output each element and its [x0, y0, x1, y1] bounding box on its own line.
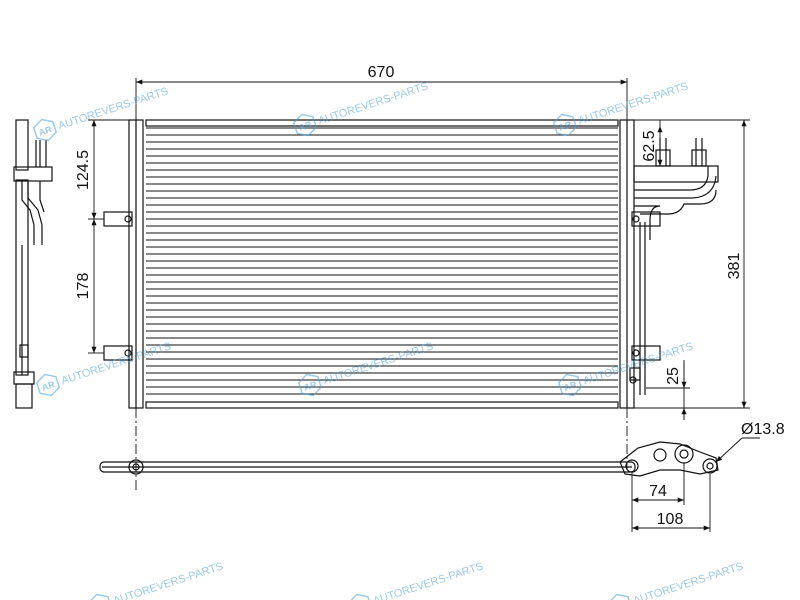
watermark-logo-text: AR	[563, 379, 579, 393]
dim-overall-width: 670	[368, 64, 395, 81]
watermark-text: AUTOREVERS-PARTS	[372, 560, 485, 600]
watermark-text: AUTOREVERS-PARTS	[57, 85, 170, 132]
dim-height: 381	[726, 253, 743, 280]
bottom-view	[99, 441, 719, 477]
dim-left-middle: 178	[75, 273, 92, 300]
dim-74: 74	[649, 483, 667, 500]
watermark-logo-icon	[557, 373, 583, 397]
watermark-logo-text: AR	[41, 379, 57, 393]
watermark-logo-text: AR	[298, 119, 314, 133]
watermark-logo-icon	[35, 373, 61, 397]
center-lines	[135, 408, 628, 490]
condenser-fins	[146, 127, 618, 395]
side-view	[13, 119, 53, 409]
watermark-logo-text: AR	[303, 379, 319, 393]
dimension-lines	[88, 78, 760, 532]
watermark-logo-icon	[292, 113, 318, 137]
dim-left-upper: 124.5	[75, 150, 92, 190]
watermark-logo-icon	[607, 593, 633, 600]
watermark-logo-icon	[297, 373, 323, 397]
watermark-text: AUTOREVERS-PARTS	[632, 560, 745, 600]
dim-diameter: Ø13.8	[741, 421, 785, 438]
dim-right-bottom: 25	[665, 367, 682, 385]
watermark-logo-text: AR	[558, 119, 574, 133]
watermark-logo-icon	[552, 113, 578, 137]
watermark-logo-icon	[87, 593, 113, 600]
dim-108: 108	[657, 511, 684, 528]
watermark-logo-icon	[347, 593, 373, 600]
condenser-core	[103, 119, 719, 409]
watermark-text: AUTOREVERS-PARTS	[112, 560, 225, 600]
dim-right-top: 62.5	[641, 130, 658, 161]
watermark-logo-icon	[32, 118, 58, 142]
watermark-logo-text: AR	[38, 124, 54, 138]
